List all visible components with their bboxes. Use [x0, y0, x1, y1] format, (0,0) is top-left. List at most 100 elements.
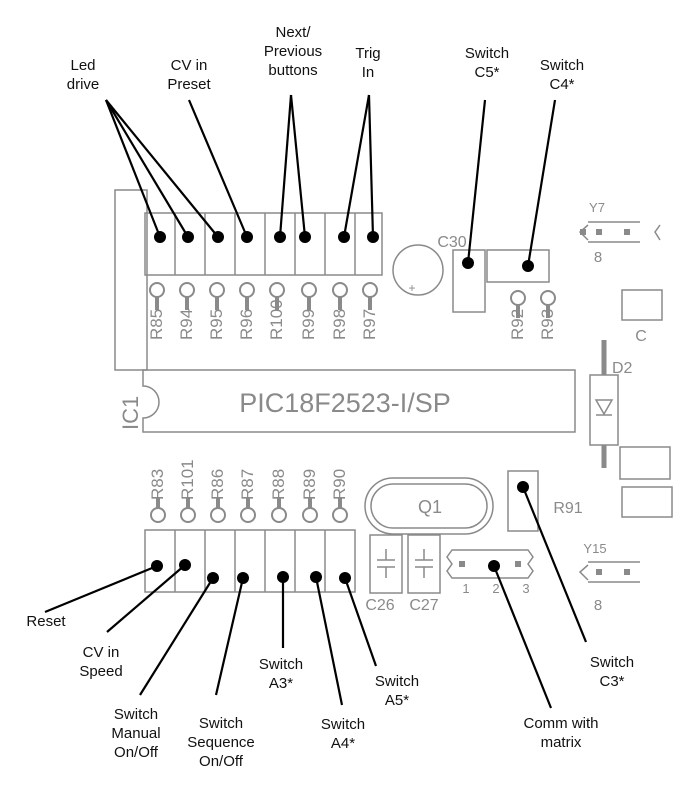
resistor-label: R97	[360, 309, 379, 340]
callout-dot	[462, 257, 474, 269]
callout-dot	[277, 571, 289, 583]
callout-dot	[299, 231, 311, 243]
label-trig-in: Trig	[355, 45, 380, 62]
resistor-pad	[510, 290, 526, 306]
top-header-block	[144, 212, 383, 276]
leader-line	[44, 564, 158, 614]
label-switch-c5: C5*	[474, 64, 499, 81]
y15-pin-label: 8	[594, 597, 602, 614]
label-reset: Reset	[26, 613, 66, 630]
d2-label: D2	[612, 360, 633, 377]
resistor-label: R95	[207, 309, 226, 340]
resistor-label: R99	[299, 309, 318, 340]
leader-line	[278, 94, 293, 238]
resistor-pad	[239, 282, 255, 298]
leader-line	[521, 486, 588, 643]
callout-dot	[274, 231, 286, 243]
resistor-pad	[302, 507, 318, 523]
resistor-label: R90	[330, 469, 349, 500]
label-switch-c5: Switch	[465, 45, 509, 62]
callout-dot	[367, 231, 379, 243]
label-cv-speed: Speed	[79, 663, 122, 680]
callout-dot	[522, 260, 534, 272]
label-switch-sequence: Switch	[199, 715, 243, 732]
resistor-label: R93	[538, 309, 557, 340]
ic-part-number: PIC18F2523-I/SP	[239, 388, 451, 418]
resistor-label: R87	[238, 469, 257, 500]
c30-polarity: +	[408, 281, 415, 295]
y7-label: Y7	[589, 200, 605, 215]
resistor-pad	[180, 507, 196, 523]
resistor-label: R83	[148, 469, 167, 500]
switch-c4-pad	[486, 249, 550, 283]
c30-capacitor	[392, 244, 444, 296]
callout-dot	[310, 571, 322, 583]
leader-line	[367, 94, 375, 238]
resistor-pad	[540, 290, 556, 306]
resistor-pad	[210, 507, 226, 523]
label-comm-matrix: Comm with	[523, 715, 598, 732]
c30-label: C30	[437, 234, 466, 251]
label-switch-a3: Switch	[259, 656, 303, 673]
ic-body	[142, 369, 576, 433]
leader-line	[105, 99, 189, 238]
resistor-label: R89	[300, 469, 319, 500]
resistor-label: R86	[208, 469, 227, 500]
resistor-label: R88	[269, 469, 288, 500]
resistor-pad	[269, 282, 285, 298]
label-switch-a5: A5*	[385, 692, 409, 709]
leader-line	[214, 577, 245, 696]
y15-label: Y15	[583, 541, 606, 556]
label-cv-preset: Preset	[167, 76, 211, 93]
label-led-drive: Led	[70, 57, 95, 74]
ic-reference: IC1	[118, 396, 143, 430]
resistor-label: R85	[147, 309, 166, 340]
c26-capacitor	[369, 534, 403, 594]
label-switch-a4: A4*	[331, 735, 355, 752]
callout-dot	[488, 560, 500, 572]
resistor-label: R98	[330, 309, 349, 340]
q1-label: Q1	[418, 497, 442, 517]
leader-line	[526, 99, 557, 267]
label-switch-manual: Manual	[111, 725, 160, 742]
bottom-header-block	[144, 529, 356, 593]
leader-line	[105, 99, 219, 238]
resistor-pad	[271, 507, 287, 523]
label-switch-c4: Switch	[540, 57, 584, 74]
c27-capacitor	[407, 534, 441, 594]
label-led-drive: drive	[67, 76, 100, 93]
callout-dot	[207, 572, 219, 584]
leader-line	[314, 576, 344, 706]
callout-dot	[237, 572, 249, 584]
leader-line	[139, 577, 214, 696]
callout-dot	[151, 560, 163, 572]
resistor-pad	[149, 282, 165, 298]
callout-dot	[212, 231, 224, 243]
label-cv-preset: CV in	[171, 57, 208, 74]
resistor-label: R96	[237, 309, 256, 340]
callout-dot	[154, 231, 166, 243]
resistor-label: R101	[178, 459, 197, 500]
label-switch-manual: On/Off	[114, 744, 159, 761]
c-partial-label: C	[635, 328, 647, 345]
resistor-pad	[362, 282, 378, 298]
resistor-label: R92	[508, 309, 527, 340]
label-switch-a4: Switch	[321, 716, 365, 733]
label-switch-a5: Switch	[375, 673, 419, 690]
label-switch-manual: Switch	[114, 706, 158, 723]
y7-pin-label: 8	[594, 249, 602, 266]
label-switch-c4: C4*	[549, 76, 574, 93]
leader-line	[187, 99, 249, 238]
callout-dot	[182, 231, 194, 243]
resistor-pad	[332, 507, 348, 523]
resistor-pad	[150, 507, 166, 523]
diode-d2	[589, 374, 619, 446]
crystal-q1	[364, 477, 494, 535]
callout-dot	[241, 231, 253, 243]
label-next-prev: Next/	[275, 24, 311, 41]
label-next-prev: Previous	[264, 43, 322, 60]
r91-label: R91	[553, 500, 582, 517]
leader-line	[104, 99, 162, 238]
